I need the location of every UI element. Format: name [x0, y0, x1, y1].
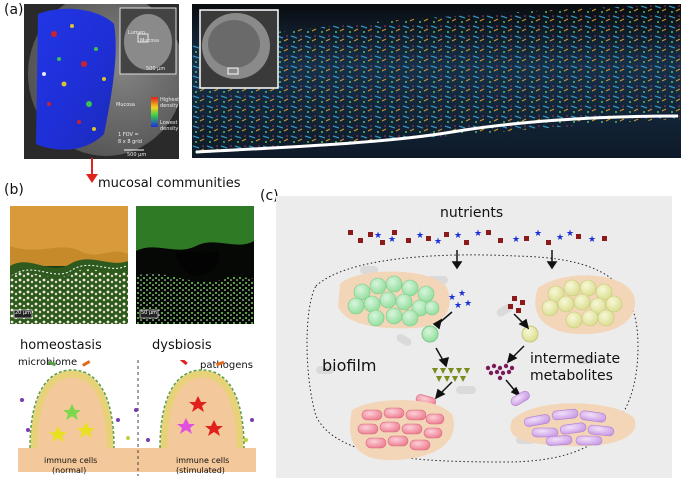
svg-text:★: ★	[454, 301, 462, 311]
mucosa-strip-image	[192, 4, 681, 158]
microbiome-label: microbiome	[18, 357, 78, 368]
svg-text:★: ★	[588, 235, 596, 245]
scale-right-label: 50 µm	[141, 310, 158, 316]
svg-text:★: ★	[512, 235, 520, 245]
inset-scale-label: 500 µm	[146, 66, 166, 72]
dysbiosis-microscopy-image: 50 µm	[136, 206, 254, 324]
svg-text:★: ★	[534, 229, 542, 239]
inset-lumen-label: Lumen	[128, 30, 145, 36]
fov-label: 1 FOV =	[118, 132, 139, 138]
svg-text:★: ★	[566, 229, 574, 239]
biofilm-diagram: ★★★★ ★★★★ ★★★ ★★★★	[306, 229, 639, 463]
panel-b-label: (b)	[4, 182, 24, 198]
biofilm-label: biofilm	[322, 356, 377, 375]
grid-label: 8 x 8 grid	[118, 139, 142, 145]
homeostasis-title: homeostasis	[20, 338, 102, 353]
svg-text:★: ★	[374, 231, 382, 241]
immune-stimulated-label-2: (stimulated)	[176, 466, 225, 475]
mucosa-label: Mucosa	[116, 102, 135, 108]
pathogens-label: pathogens	[200, 360, 253, 371]
svg-text:★: ★	[458, 289, 466, 299]
mucosal-communities-label: mucosal communities	[98, 176, 241, 191]
density-scale-label: 500 µm	[127, 152, 147, 158]
immune-normal-label-1: immune cells	[44, 456, 98, 465]
legend-high-label: Highest density	[160, 97, 179, 109]
svg-text:★: ★	[464, 299, 472, 309]
panel-a-label: (a)	[4, 2, 24, 18]
svg-text:★: ★	[388, 235, 396, 245]
panel-c-label: (c)	[260, 188, 279, 204]
svg-text:★: ★	[434, 237, 442, 247]
homeostasis-microscopy-image: 20 µm	[10, 206, 128, 324]
red-down-arrow	[86, 158, 98, 183]
inset-mucosa-label: Mucosa	[140, 38, 159, 44]
legend-low-label: Lowest density	[160, 120, 179, 132]
intermediate-metabolites-label-2: metabolites	[530, 368, 613, 384]
svg-text:★: ★	[454, 231, 462, 241]
density-map-image: Lumen Mucosa 500 µm Mucosa Highest densi…	[24, 4, 179, 159]
dysbiosis-title: dysbiosis	[152, 338, 212, 353]
villi-schematic	[18, 360, 256, 476]
svg-text:★: ★	[416, 231, 424, 241]
intermediate-metabolites-label-1: intermediate	[530, 351, 621, 367]
immune-normal-label-2: (normal)	[52, 466, 87, 475]
svg-text:★: ★	[556, 233, 564, 243]
scale-left-label: 20 µm	[15, 310, 32, 316]
svg-text:★: ★	[474, 229, 482, 239]
nutrients-label: nutrients	[440, 205, 504, 221]
immune-stimulated-label-1: immune cells	[176, 456, 230, 465]
svg-text:★: ★	[448, 293, 456, 303]
